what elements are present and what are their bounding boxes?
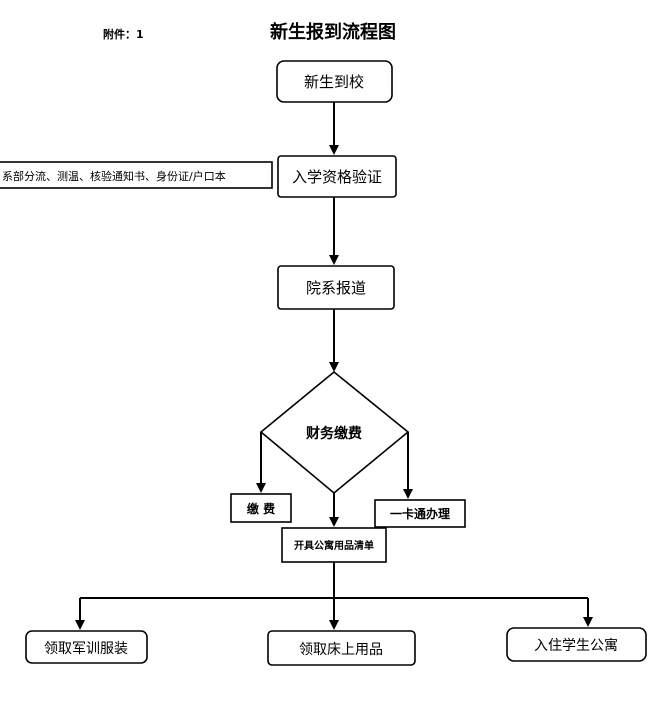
node-bedding-label: 领取床上用品 xyxy=(299,642,383,658)
node-uniform-label: 领取军训服装 xyxy=(44,641,128,657)
node-dept-label: 院系报道 xyxy=(306,279,366,297)
qualification-note-box xyxy=(0,161,273,189)
attachment-label: 附件：1 xyxy=(103,27,144,41)
node-qualification-label: 入学资格验证 xyxy=(292,168,382,186)
node-arrive-label: 新生到校 xyxy=(304,73,364,91)
node-supplies-list-box xyxy=(281,527,387,563)
node-card-box xyxy=(374,499,466,528)
node-dept-box xyxy=(277,265,395,310)
node-qualification-box xyxy=(277,155,397,198)
node-card-label: 一卡通办理 xyxy=(390,506,450,521)
node-pay-label: 缴 费 xyxy=(247,501,275,516)
page-title: 新生报到流程图 xyxy=(270,21,396,43)
node-finance-diamond xyxy=(259,370,410,495)
node-arrive-box xyxy=(276,60,393,103)
node-pay-box xyxy=(230,493,292,523)
node-dorm-label: 入住学生公寓 xyxy=(534,637,618,654)
node-bedding-box xyxy=(267,630,416,666)
node-uniform-box xyxy=(25,630,148,664)
qualification-note-label: 系部分流、测温、核验通知书、身份证/户口本 xyxy=(2,169,226,183)
node-finance-label: 财务缴费 xyxy=(305,425,362,442)
node-dorm-box xyxy=(506,627,647,662)
node-supplies-list-label: 开具公寓用品清单 xyxy=(294,539,374,552)
